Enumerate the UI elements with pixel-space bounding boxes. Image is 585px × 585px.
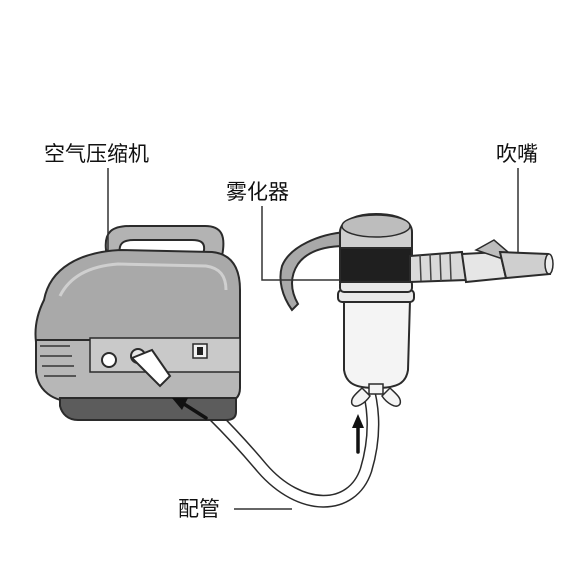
- tubing-label: 配管: [178, 497, 220, 521]
- mouthpiece-icon: [460, 239, 554, 284]
- flow-arrow-icon: [352, 414, 364, 454]
- flow-arrow-icon: [172, 398, 208, 420]
- leader-lines: [107, 168, 519, 510]
- air-compressor-icon: [34, 225, 241, 421]
- nebulizer-label: 雾化器: [226, 180, 289, 204]
- nebulizer-cup-icon: [279, 212, 468, 407]
- compressor-label: 空气压缩机: [44, 142, 149, 166]
- mouthpiece-label: 吹嘴: [496, 142, 538, 166]
